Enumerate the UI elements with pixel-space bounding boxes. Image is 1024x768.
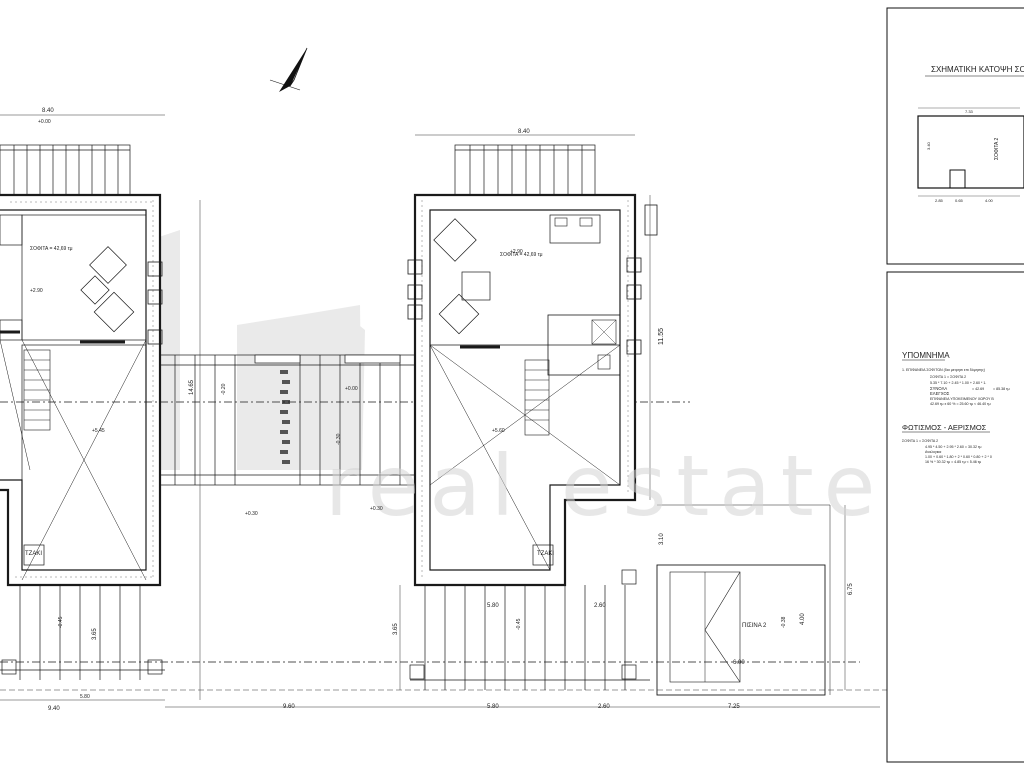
svg-text:0.65: 0.65 xyxy=(955,198,964,203)
svg-text:ΣΟΦΙΤΑ = 42,69 τμ: ΣΟΦΙΤΑ = 42,69 τμ xyxy=(30,246,73,252)
svg-text:2.85: 2.85 xyxy=(935,198,944,203)
svg-text:5.80: 5.80 xyxy=(80,694,90,700)
svg-text:ΠΙΣΙΝΑ 2: ΠΙΣΙΝΑ 2 xyxy=(742,623,767,629)
svg-text:ΣΟΦΙΤΑ 1 = ΣΟΦΙΤΑ 2: ΣΟΦΙΤΑ 1 = ΣΟΦΙΤΑ 2 xyxy=(902,439,938,443)
svg-text:5.80: 5.80 xyxy=(487,603,499,609)
dimension-lines xyxy=(0,114,1024,708)
middle-deck xyxy=(0,354,860,663)
svg-text:ΣΟΦΙΤΑ 2: ΣΟΦΙΤΑ 2 xyxy=(994,138,1000,160)
left-plan-labels: 8.40 ΣΟΦΙΤΑ = 42,69 τμ ΤΖΑΚΙ +0.00 +2.90… xyxy=(25,108,258,712)
svg-text:= 42.69: = 42.69 xyxy=(972,387,984,391)
svg-text:2.60: 2.60 xyxy=(598,704,610,710)
svg-text:6.75: 6.75 xyxy=(848,583,854,595)
schematic-title: ΣΧΗΜΑΤΙΚΗ ΚΑΤΟΨΗ ΣΟ xyxy=(931,65,1024,74)
right-plan-labels: 8.40 ΣΟΦΙΤΑ = 42,69 τμ ΤΖΑΚΙ ΠΙΣΙΝΑ 2 +2… xyxy=(336,129,854,710)
svg-text:9.40: 9.40 xyxy=(48,706,60,712)
svg-text:14.65: 14.65 xyxy=(189,379,195,395)
svg-text:-0.38: -0.38 xyxy=(781,616,787,628)
svg-text:= 85.38 τμ: = 85.38 τμ xyxy=(993,387,1010,391)
svg-text:-0.20: -0.20 xyxy=(221,383,227,395)
svg-text:5.35 * 7.10 + 2.45 * 1.00 + 2.: 5.35 * 7.10 + 2.45 * 1.00 + 2.60 * 1. xyxy=(930,381,986,385)
svg-text:+2.90: +2.90 xyxy=(510,249,523,255)
schematic-panel xyxy=(886,7,1024,265)
svg-text:2.60: 2.60 xyxy=(594,603,606,609)
svg-text:3.10: 3.10 xyxy=(659,533,665,545)
north-arrow-icon xyxy=(269,47,308,92)
svg-text:4.95 * 4.50 + 2.95 * 2.60 = 30: 4.95 * 4.50 + 2.95 * 2.60 = 30.32 τμ xyxy=(925,445,981,449)
svg-text:ΣΟΦΙΤΑ 1 = ΣΟΦΙΤΑ 2: ΣΟΦΙΤΑ 1 = ΣΟΦΙΤΑ 2 xyxy=(930,375,966,379)
svg-text:ΕΠΙΦΑΝΕΙΑ ΥΠΟΚΕΙΜΕΝΟΥ ΧΩΡΟΥ Β: ΕΠΙΦΑΝΕΙΑ ΥΠΟΚΕΙΜΕΝΟΥ ΧΩΡΟΥ Β xyxy=(930,397,994,401)
svg-text:ΣΟΦΙΤΑ = 42,69 τμ: ΣΟΦΙΤΑ = 42,69 τμ xyxy=(500,252,543,258)
svg-text:9.60: 9.60 xyxy=(283,704,295,710)
watermark-text: real estate xyxy=(325,437,885,535)
lighting-title: ΦΩΤΙΣΜΟΣ - ΑΕΡΙΣΜΟΣ xyxy=(902,423,987,432)
svg-text:ΤΖΑΚΙ: ΤΖΑΚΙ xyxy=(25,551,42,557)
svg-text:3.40: 3.40 xyxy=(926,141,931,150)
svg-text:3.65: 3.65 xyxy=(92,628,98,640)
svg-text:1.00 + 0.60 * 1.80 + 2 * 0.60: 1.00 + 0.60 * 1.80 + 2 * 0.60 * 0.80 + 2… xyxy=(925,455,992,459)
svg-text:+2.90: +2.90 xyxy=(30,288,43,294)
svg-text:8.40: 8.40 xyxy=(42,108,54,114)
svg-text:+0.30: +0.30 xyxy=(370,506,383,512)
svg-text:8.40: 8.40 xyxy=(518,129,530,135)
legend-panel xyxy=(886,271,1024,763)
svg-text:+0.00: +0.00 xyxy=(345,386,358,392)
svg-text:7.33: 7.33 xyxy=(965,109,974,114)
svg-text:4.00: 4.00 xyxy=(985,198,994,203)
svg-text:-0.45: -0.45 xyxy=(516,618,522,630)
svg-text:7.25: 7.25 xyxy=(728,704,740,710)
svg-text:+5.60: +5.60 xyxy=(492,428,505,434)
svg-text:+5.45: +5.45 xyxy=(92,428,105,434)
svg-text:+0.00: +0.00 xyxy=(38,119,51,125)
left-plan xyxy=(0,144,165,680)
svg-text:3.65: 3.65 xyxy=(393,623,399,635)
middle-labels: 9.60 xyxy=(283,704,295,710)
svg-text:ΤΖΑΚΙ: ΤΖΑΚΙ xyxy=(537,551,554,557)
svg-text:ΕΛΕΓΧΟΣ: ΕΛΕΓΧΟΣ xyxy=(930,391,950,396)
svg-text:1. ΕΠΙΦΑΝΕΙΑ ΣΟΦΙΤΩΝ (δια μετρ: 1. ΕΠΙΦΑΝΕΙΑ ΣΟΦΙΤΩΝ (δια μετρησι επι δό… xyxy=(902,368,985,372)
svg-text:ΣΥΝΟΛΑ: ΣΥΝΟΛΑ xyxy=(930,386,947,391)
svg-text:16 % * 30.32 τμ = 4.85 τμ < 5.: 16 % * 30.32 τμ = 4.85 τμ < 5.46 τμ xyxy=(925,460,981,464)
svg-text:11.55: 11.55 xyxy=(658,328,665,345)
svg-text:Αναλογικα: Αναλογικα xyxy=(925,450,941,454)
svg-text:42.69 τμ x 60 % = 25.60 τμ < 4: 42.69 τμ x 60 % = 25.60 τμ < 46.40 τμ xyxy=(930,402,991,406)
svg-text:-0.30: -0.30 xyxy=(336,433,342,445)
legend-title: ΥΠΟΜΝΗΜΑ xyxy=(902,351,950,360)
svg-text:5.80: 5.80 xyxy=(487,704,499,710)
svg-text:4.00: 4.00 xyxy=(800,613,806,625)
right-plan xyxy=(407,144,831,696)
svg-text:6.00: 6.00 xyxy=(733,660,745,666)
svg-text:-0.45: -0.45 xyxy=(58,616,64,628)
svg-text:+0.30: +0.30 xyxy=(245,511,258,517)
